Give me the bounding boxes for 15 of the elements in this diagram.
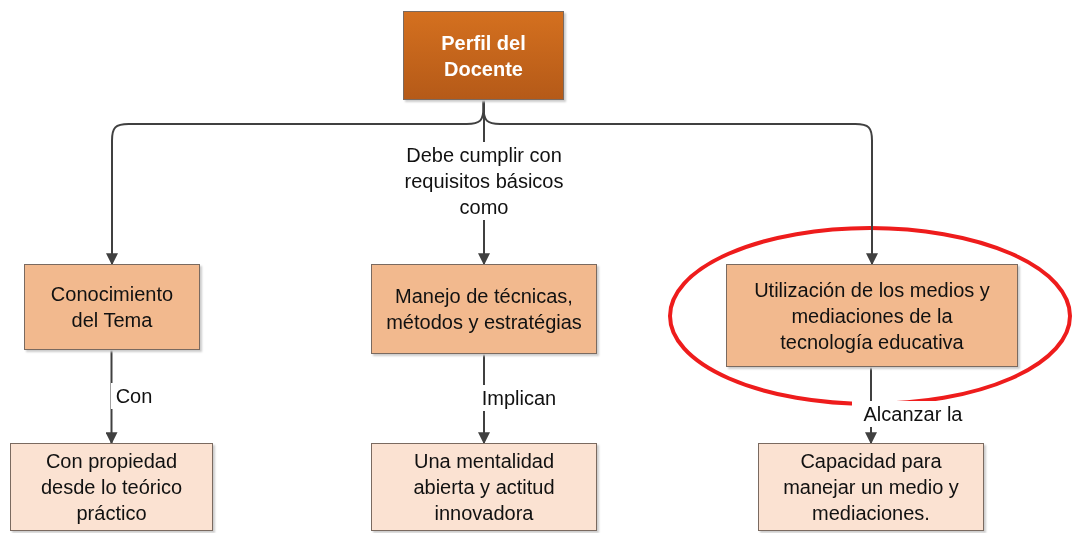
process-box bbox=[758, 443, 984, 531]
box-text: Una mentalidad abierta y actitud innovadora bbox=[412, 449, 556, 526]
process-box bbox=[371, 264, 597, 354]
box-text: Conocimiento del Tema bbox=[49, 282, 175, 333]
box-text: Con propiedad desde lo teórico práctico bbox=[39, 449, 184, 526]
box-text: Manejo de técnicas, métodos y estratégias bbox=[385, 284, 583, 335]
box-text: Capacidad para manejar un medio y mediaciones. bbox=[782, 449, 960, 526]
process-box bbox=[24, 264, 200, 350]
process-box bbox=[371, 443, 597, 531]
box-text: Utilización de los medios y mediaciones de la tecnología educativa bbox=[753, 277, 991, 355]
process-box bbox=[10, 443, 213, 531]
box-text: Perfil del Docente bbox=[440, 30, 527, 82]
process-box bbox=[726, 264, 1018, 367]
process-box bbox=[403, 11, 564, 100]
arrow bbox=[482, 99, 878, 266]
